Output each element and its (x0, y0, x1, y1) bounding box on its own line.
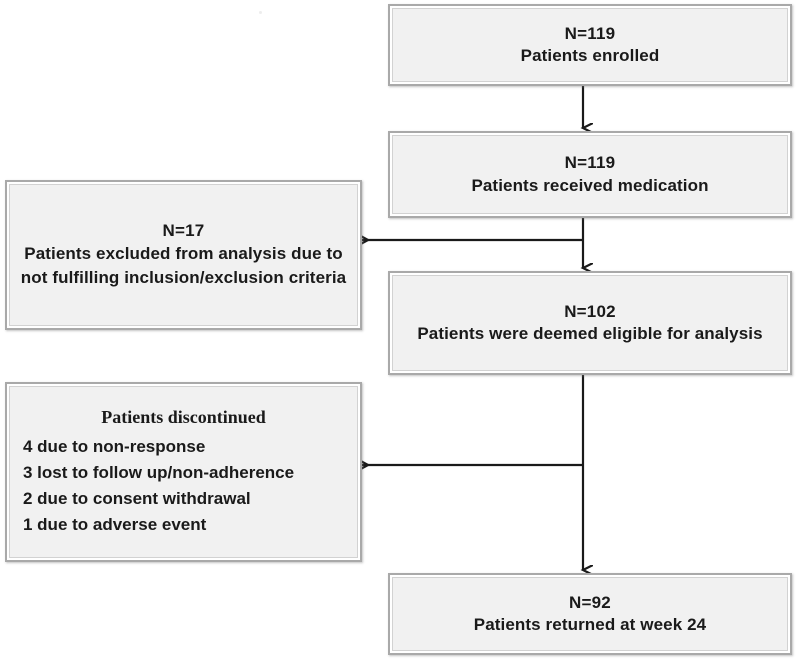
node-count: N=119 (564, 153, 616, 173)
node-count: N=17 (162, 220, 205, 240)
node-count: N=92 (569, 592, 611, 612)
node-count: N=102 (564, 301, 616, 321)
node-count: N=119 (564, 23, 616, 43)
list-item: 4 due to non-response (23, 437, 206, 457)
node-patients-excluded: N=17 Patients excluded from analysis due… (5, 180, 362, 330)
node-patients-enrolled: N=119 Patients enrolled (388, 4, 792, 86)
node-patients-received-medication: N=119 Patients received medication (388, 131, 792, 218)
node-description: Patients returned at week 24 (473, 615, 707, 634)
node-patients-returned: N=92 Patients returned at week 24 (388, 573, 792, 655)
node-patients-discontinued: Patients discontinued 4 due to non-respo… (5, 382, 362, 562)
discontinued-heading: Patients discontinued (101, 407, 266, 428)
node-description: Patients received medication (471, 175, 709, 195)
node-description: Patients were deemed eligible for analys… (417, 324, 763, 343)
list-item: 1 due to adverse event (23, 514, 207, 534)
node-patients-eligible: N=102 Patients were deemed eligible for … (388, 271, 792, 375)
list-item: 2 due to consent withdrawal (23, 488, 251, 508)
node-description: Patients excluded from analysis due to n… (20, 244, 347, 288)
list-item: 3 lost to follow up/non-adherence (23, 463, 295, 483)
scan-artifact-speck (259, 11, 262, 14)
discontinued-reason-list: 4 due to non-response 3 lost to follow u… (7, 434, 360, 537)
node-description: Patients enrolled (520, 46, 660, 65)
